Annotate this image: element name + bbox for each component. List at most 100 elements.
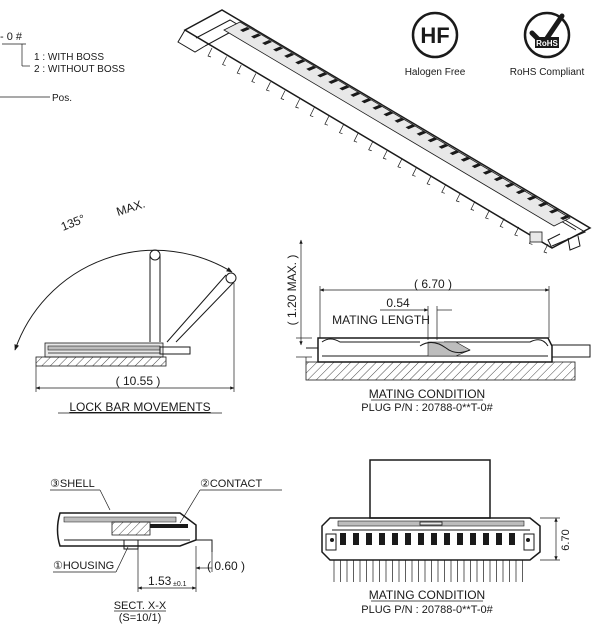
solder-pin [309,107,315,117]
contact-tooth [457,533,463,545]
section-dim-b: 1.53 [148,574,172,588]
mating-height-dim: ( 1.20 MAX. ) [285,255,299,326]
solder-pin [324,116,330,126]
solder-pin [222,56,227,66]
housing-label: ①HOUSING [53,560,114,572]
section-scale: (S=10/1) [119,612,162,624]
mating-front-plug-pn: PLUG P/N : 20788-0**T-0# [361,604,493,616]
contact-window [262,39,273,45]
contact-window [240,27,250,32]
rohs-compliant-label: RoHS Compliant [510,67,585,78]
contact-window [548,208,559,214]
solder-pin [207,47,213,58]
contact-window [350,91,361,97]
solder-pin [251,73,257,83]
contact-window [383,111,394,117]
solder-pin [338,124,344,135]
mating-length-dim: 0.54 [386,296,410,310]
contact-window [515,189,526,195]
solder-pin [280,90,286,100]
halogen-free-badge: HF Halogen Free [405,11,466,78]
isometric-connector-view [177,9,592,254]
mating-side-caption: MATING CONDITION [369,387,485,401]
rohs-logo-text: RoHS [536,39,558,48]
solder-pin [382,150,388,160]
rohs-compliant-badge: RoHS RoHS Compliant [510,11,585,78]
solder-pin [397,158,403,169]
contact-window [449,150,460,156]
solder-pin [470,201,476,211]
mating-condition-side-view: ( 1.20 MAX. ) ( 6.70 ) 0.54 MATING LENGT… [285,239,591,414]
solder-pin [295,98,300,109]
solder-pin [353,133,359,143]
contact-window [284,52,295,58]
section-dim-a: ( 0.60 ) [207,559,245,573]
contact-window [526,195,537,201]
contact-window [328,78,339,84]
section-tolerance: ±0.1 [173,581,187,588]
contact-window [460,156,471,162]
contact-window [416,130,427,136]
halogen-free-label: Halogen Free [405,67,466,78]
section-x-x-view: ③SHELL ②CONTACT ①HOUSING ( 0.60 ) 1.53 ±… [50,478,282,624]
mating-condition-front-view: 6.70 MATING CONDITION PLUG P/N : 20788-0… [321,459,572,616]
section-caption: SECT. X-X [114,600,167,612]
contact-tooth [379,533,385,545]
contact-window [537,202,548,208]
mating-side-plug-pn: PLUG P/N : 20788-0**T-0# [361,402,493,414]
contact-window [317,72,328,78]
solder-pin [455,192,461,203]
lock-bar-max: MAX. [115,196,147,218]
shell-label: ③SHELL [50,478,95,490]
contact-window [405,124,416,130]
solder-pin [543,243,549,254]
contact-window [394,117,405,123]
contact-tooth [444,533,450,545]
part-number-suffix: - 0 # [0,31,23,43]
contact-tooth [405,533,411,545]
contact-tooth [340,533,346,545]
solder-pin [368,141,374,152]
solder-pin [441,184,447,194]
contact-window [339,85,350,91]
contact-window [438,143,449,149]
contact-tooth [418,533,424,545]
contact-label: ②CONTACT [200,478,262,490]
solder-pin [426,175,432,186]
contact-tooth [496,533,502,545]
contact-window [560,215,570,220]
solder-pin [412,167,417,177]
contact-window [471,163,482,169]
contact-window [306,65,317,71]
contact-window [273,46,284,52]
front-height-dim: 6.70 [560,529,572,550]
mating-front-caption: MATING CONDITION [369,588,485,602]
contact-window [372,104,383,110]
contact-tooth [431,533,437,545]
part-number-callout: - 0 # 1 : WITH BOSS 2 : WITHOUT BOSS Pos… [0,31,125,104]
mating-length-label: MATING LENGTH [332,313,430,327]
lock-bar-movements-view: 135° MAX. ( 10.55 ) LOCK BAR MOVEMENTS [14,196,237,414]
contact-window [251,33,262,39]
solder-pin [485,209,490,220]
lock-bar-caption: LOCK BAR MOVEMENTS [69,400,210,414]
contact-window [504,182,515,188]
hf-logo-text: HF [420,23,449,48]
positions-label: Pos. [52,93,72,104]
contact-window [482,169,493,175]
lock-bar-width-dim: ( 10.55 ) [116,374,161,388]
solder-pin [499,218,505,228]
solder-pin [236,64,242,75]
contact-tooth [353,533,359,545]
solder-pin [514,226,520,237]
contact-window [361,98,372,104]
contact-tooth [483,533,489,545]
contact-window [295,59,306,65]
option-with-boss: 1 : WITH BOSS [34,52,104,63]
lock-bar-angle: 135° [59,211,87,233]
contact-tooth [470,533,476,545]
contact-window [493,176,504,182]
contact-tooth [509,533,515,545]
solder-pin [265,81,271,92]
